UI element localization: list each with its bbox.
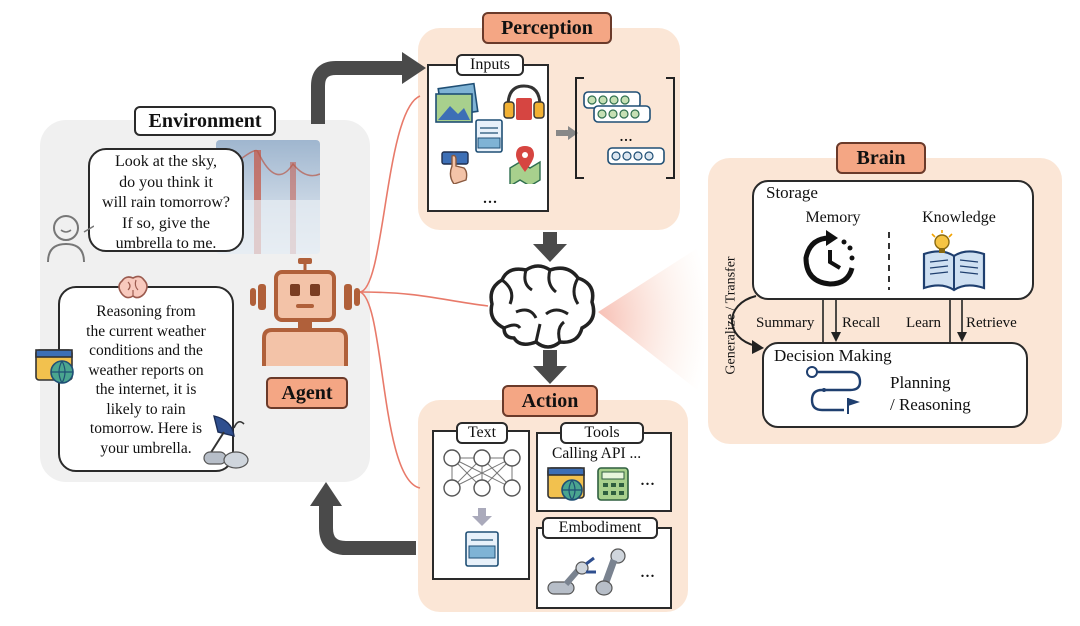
calling-api-label: Calling API ...	[552, 445, 642, 462]
agent-link-action	[359, 291, 421, 489]
answer-line: Reasoning from	[96, 303, 196, 320]
environment-title: Environment	[134, 106, 276, 136]
answer-line: the current weather	[86, 322, 206, 340]
question-line: If so, give the	[122, 214, 210, 232]
brain-title: Brain	[836, 142, 926, 174]
decision-making-label: Decision Making	[774, 346, 892, 365]
web-browser-icon	[35, 349, 74, 384]
recall-label: Recall	[842, 315, 881, 331]
action-title: Action	[502, 385, 598, 417]
agent-link-perception	[359, 95, 421, 293]
retrieve-label: Retrieve	[966, 315, 1017, 331]
answer-line: your umbrella.	[100, 439, 192, 457]
answer-line: weather reports on	[88, 361, 204, 379]
decision-making-box	[762, 342, 1028, 428]
summary-label: Summary	[756, 315, 815, 331]
robot-arm-umbrella-icon	[203, 415, 249, 469]
memory-clock-icon	[803, 230, 855, 287]
neural-network-icon	[443, 449, 521, 567]
api-tool-icons	[547, 467, 629, 501]
memory-label: Memory	[805, 209, 861, 226]
arrow-brain-to-action	[533, 366, 567, 384]
user-question-bubble: Look at the sky, do you think it will ra…	[88, 148, 244, 252]
token-embedding-icon	[575, 77, 675, 179]
retrieve-arrow	[957, 332, 967, 342]
knowledge-label: Knowledge	[922, 209, 996, 226]
calculator-icon	[597, 467, 629, 501]
agent-label: Agent	[266, 377, 348, 409]
robot-arms-icon	[547, 548, 626, 596]
answer-line: tomorrow. Here is	[89, 420, 203, 437]
input-icons	[435, 82, 545, 184]
question-line: will rain tomorrow?	[102, 194, 230, 211]
answer-line: likely to rain	[106, 400, 186, 418]
learn-label: Learn	[906, 315, 941, 331]
storage-box	[752, 180, 1034, 300]
question-line: do you think it	[119, 173, 213, 191]
agent-answer-bubble: Reasoning from the current weather condi…	[58, 286, 234, 472]
generalize-transfer-label: Generalize / Transfer	[723, 256, 739, 375]
reasoning-line: / Reasoning	[890, 395, 971, 414]
planning-reasoning-label: Planning / Reasoning	[890, 372, 1010, 416]
planning-line: Planning	[890, 373, 951, 392]
robot-leg-icon	[595, 548, 626, 596]
robot-arm-icon	[547, 556, 596, 595]
central-brain-icon	[489, 264, 596, 349]
arrow-environment-to-perception	[311, 61, 404, 124]
user-icon	[47, 215, 94, 263]
question-line: umbrella to me.	[115, 235, 217, 252]
token-ellipsis: ...	[619, 125, 633, 145]
arrow-perception-to-brain	[533, 244, 567, 262]
web-api-icon	[547, 467, 585, 501]
agent-robot-icon	[250, 258, 360, 366]
question-line: Look at the sky,	[114, 153, 218, 170]
small-brain-icon	[118, 275, 148, 299]
tools-label: Tools	[560, 422, 644, 444]
headphones-icon	[503, 84, 545, 120]
text-output-label: Text	[456, 422, 508, 444]
image-gallery-icon	[435, 82, 479, 123]
recall-arrow	[831, 332, 841, 342]
arrow-inputs-to-tokens	[568, 126, 578, 140]
agent-link-brain	[359, 291, 489, 307]
arrow-action-to-environment	[319, 504, 416, 555]
brain-beam	[598, 240, 710, 400]
embodiment-ellipsis: ...	[640, 560, 655, 582]
output-document-icon	[465, 531, 499, 567]
knowledge-book-icon	[922, 230, 986, 292]
answer-line: conditions and the	[89, 342, 203, 359]
storage-icons	[803, 230, 986, 292]
inputs-label: Inputs	[456, 54, 524, 76]
generalize-arrow	[731, 295, 757, 347]
map-location-icon	[509, 146, 541, 184]
perception-title: Perception	[482, 12, 612, 44]
embodiment-label: Embodiment	[542, 517, 658, 539]
text-document-icon	[475, 119, 503, 153]
inputs-ellipsis: ...	[482, 186, 498, 208]
video-touch-icon	[441, 151, 469, 184]
answer-line: the internet, it is	[95, 381, 197, 398]
storage-label: Storage	[766, 183, 818, 202]
planning-path-icon	[806, 366, 862, 414]
tools-ellipsis: ...	[640, 468, 655, 490]
